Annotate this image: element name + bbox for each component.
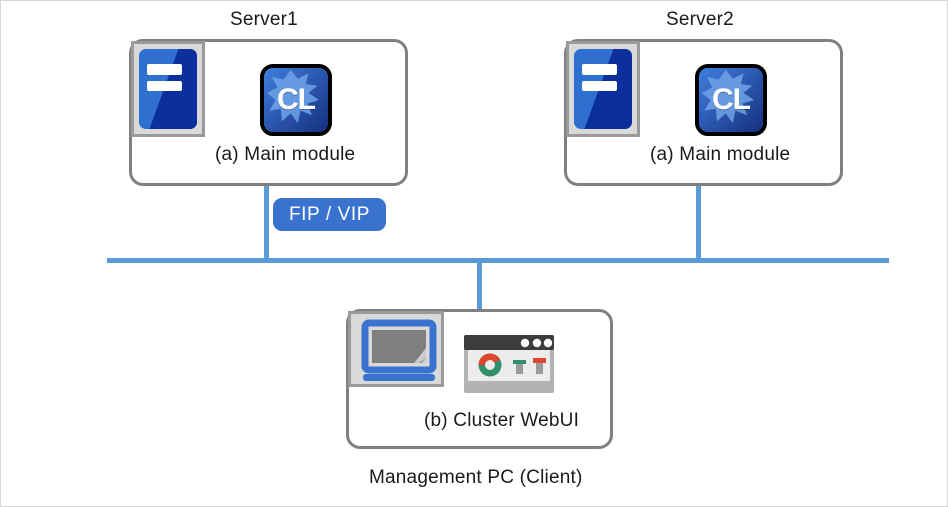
server2-network-connector: [696, 186, 701, 261]
cl-icon-splash-shape: [264, 68, 328, 132]
server2-title: Server2: [666, 9, 734, 30]
cluster-webui-label: (b) Cluster WebUI: [424, 410, 580, 431]
server-icon-body: [574, 49, 632, 129]
server-icon-bar-bottom: [146, 81, 183, 92]
browser-dot-3: [543, 338, 553, 348]
server-icon-bar-top: [146, 64, 183, 75]
clusterpro-cl-icon: CL: [695, 64, 767, 136]
laptop-icon-glyph: [361, 319, 437, 381]
fip-vip-badge: FIP / VIP: [273, 198, 386, 231]
bar-widget-1: [513, 360, 526, 374]
browser-dot-1: [520, 338, 530, 348]
management-pc-network-connector: [477, 261, 482, 311]
server-icon: [566, 41, 640, 137]
cl-icon-label: CL: [712, 83, 751, 116]
browser-dashboard-icon: [464, 335, 554, 393]
server1-title: Server1: [230, 9, 298, 30]
cl-icon-splash-shape: [699, 68, 763, 132]
server-icon-bar-bottom: [581, 81, 618, 92]
bar-widget-2: [533, 358, 546, 374]
network-bus-line: [107, 258, 889, 263]
server1-main-module-label: (a) Main module: [215, 144, 356, 165]
laptop-icon: [348, 311, 444, 387]
server-icon-bar-top: [581, 64, 618, 75]
browser-dashboard-glyph: [464, 335, 554, 393]
server-icon-body: [139, 49, 197, 129]
cl-icon-label: CL: [277, 83, 316, 116]
management-pc-title: Management PC (Client): [369, 467, 583, 488]
donut-chart-glyph: [478, 353, 502, 377]
server-icon: [131, 41, 205, 137]
browser-dot-2: [532, 338, 542, 348]
server2-main-module-label: (a) Main module: [650, 144, 791, 165]
server1-network-connector: [264, 186, 269, 261]
clusterpro-cl-icon: CL: [260, 64, 332, 136]
